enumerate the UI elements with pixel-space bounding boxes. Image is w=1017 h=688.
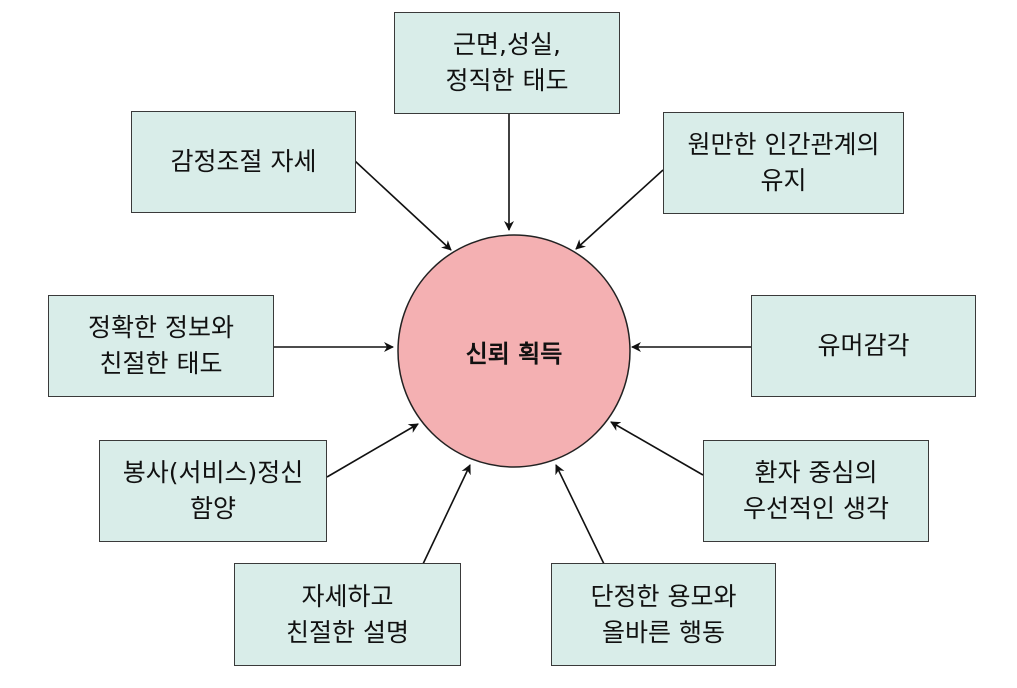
box-right: 유머감각: [751, 295, 976, 397]
box-bottom-right-line-1: 단정한 용모와: [590, 581, 737, 611]
arrow-lower-left: [326, 423, 419, 478]
box-lower-right: 환자 중심의 우선적인 생각: [703, 440, 929, 542]
box-bottom-right-line-2: 올바른 행동: [602, 617, 725, 647]
box-lower-left-line-2: 함양: [189, 494, 236, 523]
box-lower-left: 봉사(서비스)정신 함양: [99, 440, 327, 542]
box-left-line-2: 친절한 태도: [99, 349, 223, 378]
box-left: 정확한 정보와 친절한 태도: [48, 295, 274, 397]
box-lower-right-line-2: 우선적인 생각: [743, 494, 889, 523]
box-lower-left-line-1: 봉사(서비스)정신: [122, 458, 304, 487]
center-label: 신뢰 획득: [465, 339, 563, 368]
box-bottom-right: 단정한 용모와 올바른 행동: [551, 563, 776, 666]
box-lower-right-line-1: 환자 중심의: [754, 458, 878, 487]
box-right-line-1: 유머감각: [817, 331, 910, 360]
arrow-top-right: [575, 169, 664, 250]
box-bottom-left-line-1: 자세하고: [301, 581, 394, 611]
box-top: 근면,성실, 정직한 태도: [394, 12, 620, 114]
box-top-right: 원만한 인간관계의 유지: [663, 112, 904, 214]
arrow-bottom-left: [422, 464, 471, 565]
box-bottom-left: 자세하고 친절한 설명: [234, 563, 461, 666]
box-top-right-line-1: 원만한 인간관계의: [687, 130, 880, 159]
arrows: [273, 113, 751, 565]
box-top-line-1: 근면,성실,: [453, 30, 561, 59]
arrow-top-left: [354, 160, 452, 251]
center-circle: [397, 234, 631, 468]
box-top-line-2: 정직한 태도: [445, 66, 569, 95]
arrow-lower-right: [610, 421, 704, 476]
box-left-line-1: 정확한 정보와: [88, 313, 234, 342]
box-top-right-line-2: 유지: [760, 166, 807, 195]
box-top-left-line-1: 감정조절 자세: [170, 147, 317, 176]
box-top-left: 감정조절 자세: [131, 111, 356, 213]
box-bottom-left-line-2: 친절한 설명: [286, 617, 409, 647]
arrow-bottom-right: [555, 464, 605, 565]
